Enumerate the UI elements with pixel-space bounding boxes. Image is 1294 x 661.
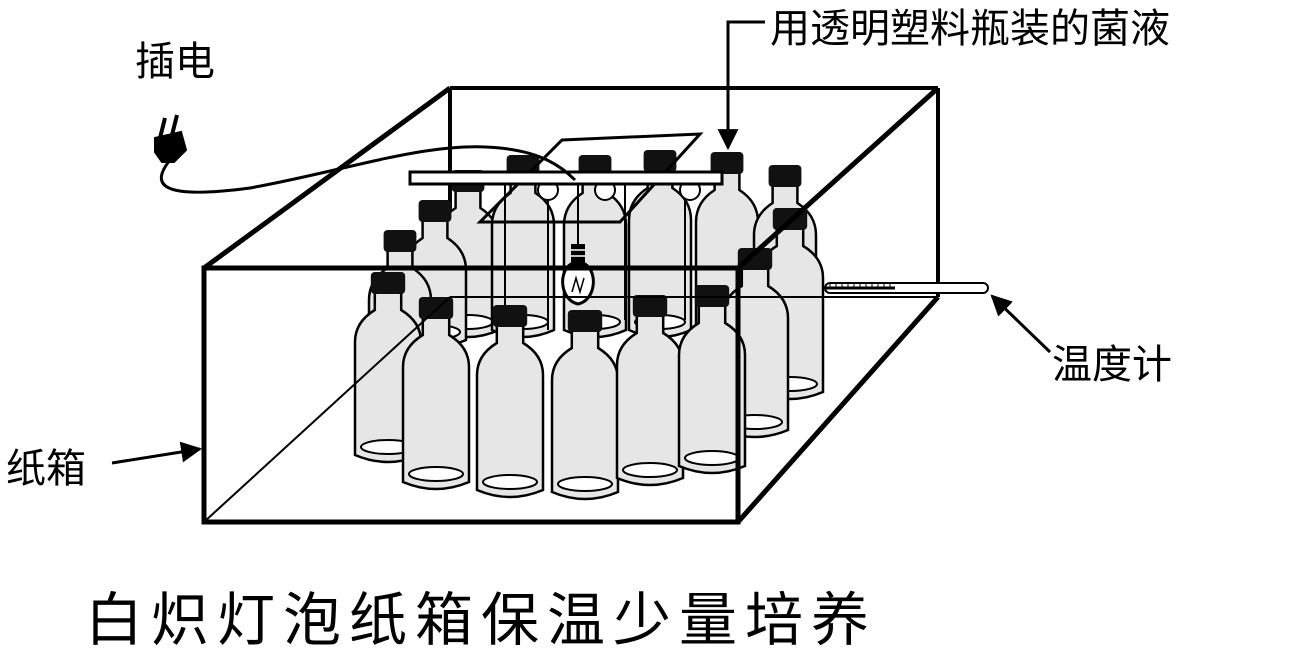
bottle-cap: [632, 295, 668, 317]
pointer-lines: [111, 20, 1052, 465]
bottles-label: 用透明塑料瓶装的菌液: [770, 6, 1170, 52]
box-label: 纸箱: [6, 446, 86, 492]
bottles-front-row: [353, 208, 825, 501]
bottle: [475, 305, 545, 499]
bottle-cap: [492, 305, 528, 327]
bottle-cap: [710, 152, 744, 174]
thermometer: [824, 282, 989, 294]
caption: 白炽灯泡纸箱保温少量培养: [85, 586, 877, 654]
lamp-board: [476, 132, 704, 224]
bottle-cap: [383, 230, 417, 252]
bottle: [677, 285, 747, 475]
light-bulb: [561, 244, 595, 306]
bottle-cap: [768, 165, 802, 187]
bottle-cap: [643, 150, 677, 172]
thermometer-label: 温度计: [1052, 342, 1172, 388]
bottle-cap: [737, 248, 773, 270]
box-front-edges: [201, 85, 940, 525]
power-plug: [154, 114, 188, 163]
plug-label: 插电: [135, 39, 215, 85]
bottle-cap: [370, 272, 406, 294]
power-cord: [159, 145, 577, 194]
bottle: [401, 297, 471, 491]
bottle-cap: [567, 310, 603, 332]
bottle: [615, 295, 685, 487]
bottle-cap: [418, 200, 452, 222]
bottle-cap: [418, 297, 454, 319]
bottle: [550, 310, 620, 501]
